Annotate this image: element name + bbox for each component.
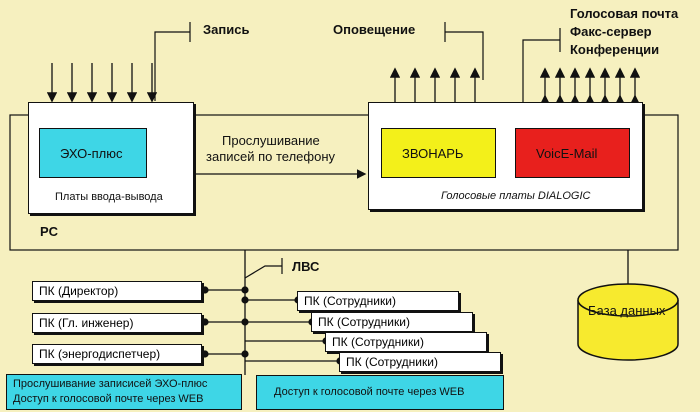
listen-phone-label-1: Прослушивание [222,133,320,148]
pc-director: ПК (Директор) [32,281,202,301]
voice-services-label-3: Конференции [570,42,660,57]
pc-chief-engineer: ПК (Гл. инженер) [32,313,202,333]
note-right: Доступ к голосовой почте через WEB [256,375,504,410]
dialogic-caption: Голосовые платы DIALOGIC [441,190,591,202]
zvonar-module: ЗВОНАРЬ [381,128,496,178]
voicemail-module: VoicE-Mail [515,128,630,178]
voice-services-leader [522,39,560,102]
io-board-caption: Платы ввода-вывода [55,191,163,203]
opoveshchenie-leader [445,31,484,80]
voicemail-arrows [539,67,641,105]
echo-plus-module: ЭХО-плюс [39,128,147,178]
note-left-line-2: Доступ к голосовой почте через WEB [13,393,204,405]
lvs-label: ЛВС [292,259,320,274]
zapis-leader [154,31,190,101]
listen-phone-label-2: записей по телефону [206,149,336,164]
pc-energy-dispatcher: ПК (энергодиспетчер) [32,344,202,364]
pc-frame [9,114,679,251]
left-pc-links [201,286,249,358]
pc-staff-2: ПК (Сотрудники) [311,312,473,332]
echo-plus-label: ЭХО-плюс [60,146,123,161]
pc-staff-4: ПК (Сотрудники) [339,352,501,372]
note-left: Прослушивание записисей ЭХО-плюс Доступ … [6,374,242,410]
io-board-panel: ЭХО-плюс Платы ввода-вывода [28,102,194,214]
note-left-line-1: Прослушивание записисей ЭХО-плюс [13,378,208,390]
database-label: База данных [588,303,666,318]
database-cylinder [577,283,679,361]
opoveshchenie-label: Оповещение [333,22,416,37]
zvonar-label: ЗВОНАРЬ [402,146,464,161]
voice-services-label-2: Факс-сервер [570,24,652,39]
lvs-leader [244,265,282,279]
zvonar-arrows [389,67,481,102]
pc-staff-1: ПК (Сотрудники) [297,291,459,311]
note-right-label: Доступ к голосовой почте через WEB [274,386,465,398]
input-arrows [46,63,158,103]
pc-staff-3: ПК (Сотрудники) [325,332,487,352]
voice-services-label-1: Голосовая почта [570,6,679,21]
dialogic-panel: ЗВОНАРЬ VoicE-Mail Голосовые платы DIALO… [368,102,643,210]
pc-label: PC [40,224,59,239]
zapis-label: Запись [203,22,250,37]
voicemail-label: VoicE-Mail [536,146,598,161]
